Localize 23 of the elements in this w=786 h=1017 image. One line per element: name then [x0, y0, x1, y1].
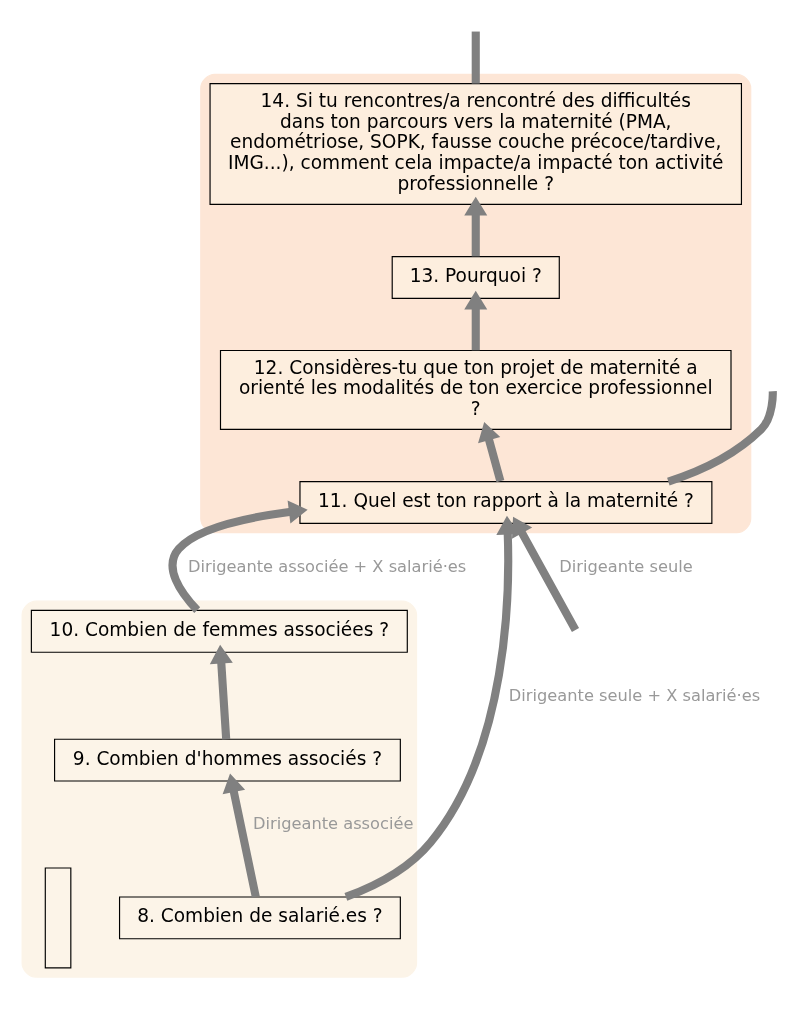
connector	[667, 391, 777, 486]
arrow	[168, 500, 308, 613]
node-box: 11. Quel est ton rapport à la maternité ?	[299, 481, 713, 524]
arrow	[464, 290, 488, 351]
edge-label: Dirigeante seule + X salarié·es	[508, 685, 761, 705]
arrow	[344, 515, 533, 901]
connector	[471, 31, 480, 84]
arrow	[222, 773, 260, 898]
node-box: 8. Combien de salarié.es ?	[118, 896, 401, 940]
node-box: 12. Considères-tu que ton projet de maternité a orienté les modalités de ton exercice professionnel ?	[219, 349, 732, 430]
arrow	[464, 196, 488, 257]
arrow	[478, 422, 505, 483]
arrow	[496, 515, 580, 633]
edge-label: Dirigeante associée	[252, 814, 414, 834]
node-box: 14. Si tu rencontres/a rencontré des difficultés dans ton parcours vers la maternité (PMA, endométriose, SOPK, fausse couche précoce/tardive, IMG...), comment cela impacte/a impacté ton activité professionnelle ?	[209, 83, 743, 205]
node-box: 13. Pourquoi ?	[391, 256, 560, 299]
node-box	[44, 867, 72, 969]
edge-label: Dirigeante associée + X salarié·es	[188, 556, 467, 576]
edge-label: Dirigeante seule	[559, 556, 693, 576]
node-box: 10. Combien de femmes associées ?	[30, 609, 408, 653]
node-box: 9. Combien d'hommes associés ?	[54, 738, 401, 782]
cluster	[21, 600, 418, 978]
arrow	[209, 644, 233, 740]
